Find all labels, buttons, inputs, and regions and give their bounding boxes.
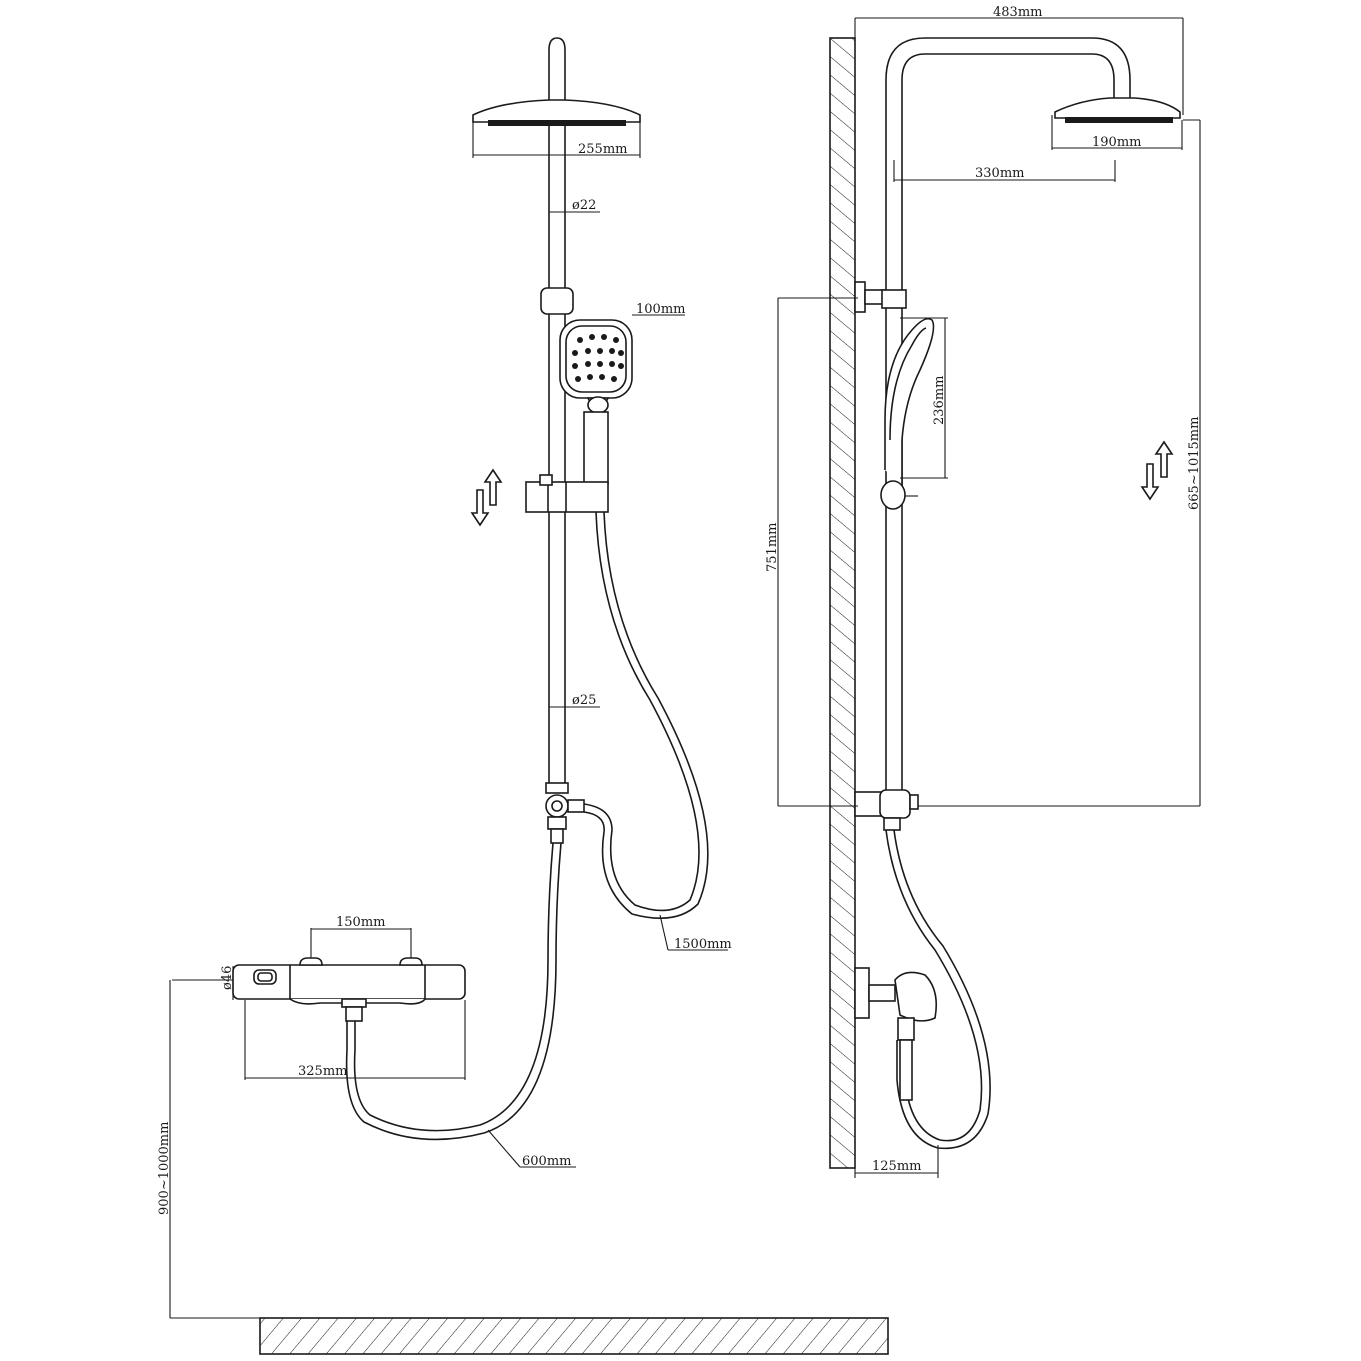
front-mixer (232, 957, 466, 1022)
dim-hand-shower-length: 236mm (932, 376, 947, 425)
front-view: 255mm ø22 100mm (157, 37, 889, 1355)
adjust-arrows-front (470, 468, 503, 527)
dim-arm-reach: 330mm (975, 166, 1024, 181)
front-hand-shower (559, 319, 633, 485)
dim-hose-short: 600mm (522, 1154, 571, 1169)
dim-rail-lower-diameter: ø25 (572, 693, 596, 708)
wall (829, 37, 856, 1169)
rail-upper-bracket (540, 287, 574, 315)
dim-arm-span: 483mm (993, 5, 1042, 20)
dim-hand-shower-width: 100mm (636, 302, 685, 317)
front-shower-head-nozzles (488, 120, 626, 126)
rail-top-cap (548, 37, 566, 100)
dim-side-head-width: 190mm (1092, 135, 1141, 150)
dim-front-head-width: 255mm (578, 142, 627, 157)
front-diverter (545, 782, 585, 844)
dim-installation-height: 900~1000mm (157, 1122, 172, 1215)
dim-rail-height: 751mm (765, 523, 780, 572)
dim-hose-long: 1500mm (674, 937, 732, 952)
front-shower-head (472, 99, 641, 123)
floor (259, 1317, 889, 1355)
dim-mixer-projection: 125mm (872, 1159, 921, 1174)
side-shower-head (1054, 97, 1181, 119)
side-mixer (854, 967, 938, 1101)
adjust-arrows-side (1140, 440, 1174, 501)
slider-bracket (525, 481, 609, 513)
side-view: 483mm 190mm 330mm 236mm (765, 5, 1202, 1178)
dim-rail-upper-diameter: ø22 (572, 198, 596, 213)
dim-mixer-length: 325mm (298, 1064, 347, 1079)
dim-mixer-inlet-spacing: 150mm (336, 915, 385, 930)
side-hand-shower (884, 317, 935, 485)
dim-mixer-diameter: ø46 (220, 966, 235, 990)
dim-adjustable-height: 665~1015mm (1187, 417, 1202, 510)
